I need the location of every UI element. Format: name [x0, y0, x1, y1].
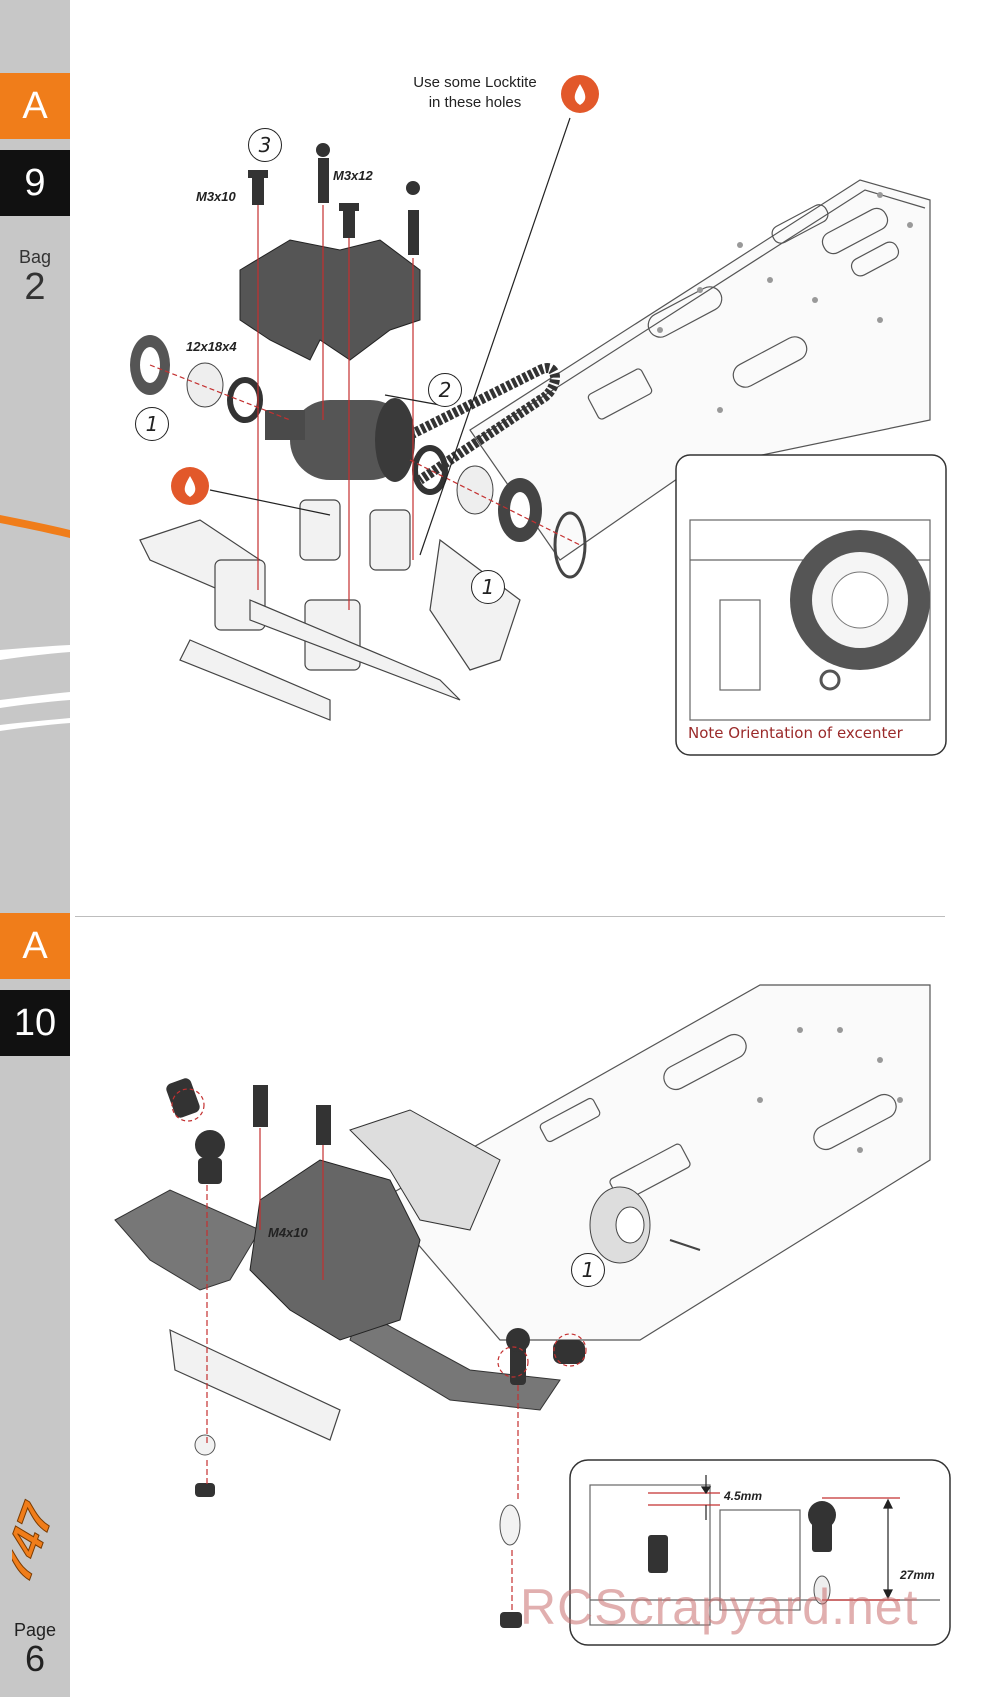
drive-belt [397, 363, 560, 485]
screw-label-m3x12: M3x12 [333, 168, 373, 183]
axle-pin [669, 1239, 701, 1251]
front-suspension [139, 499, 521, 721]
bearing-label: 12x18x4 [186, 339, 237, 354]
callout-1-right: 1 [471, 570, 505, 604]
chassis-plate-2 [379, 984, 931, 1341]
chassis-plate [469, 179, 931, 561]
suspension-arms-dark [114, 1189, 561, 1411]
watermark: RCScrapyard.net [520, 1579, 919, 1635]
inset-caption: Note Orientation of excenter [688, 724, 903, 742]
pulley [589, 1186, 651, 1264]
assembly-guides-2 [171, 1088, 587, 1612]
locktite-note-line-1: Use some Locktite [413, 74, 537, 91]
locktite-note: Use some Locktite in these holes [395, 73, 555, 113]
page-number: 6 [24, 1638, 46, 1679]
step-a10-diagram [114, 984, 951, 1646]
excenter-inset [675, 454, 947, 756]
step-divider [75, 916, 945, 917]
step-a9-diagram [130, 75, 947, 756]
ball-studs [194, 1328, 585, 1628]
lower-bulkhead [169, 1328, 341, 1441]
locktite-drop-icon-2 [171, 467, 209, 505]
ball-cup-left [166, 1078, 225, 1184]
differential [265, 398, 415, 482]
bearings-right [412, 445, 587, 579]
upper-bulkhead [239, 239, 421, 361]
bag-label: Bag [18, 247, 52, 267]
page-label: Page [13, 1620, 57, 1640]
step-number-tab-2: 10 [0, 990, 70, 1056]
callout-1-left: 1 [135, 407, 169, 441]
screws [248, 143, 420, 255]
locktite-note-line-2: in these holes [428, 94, 522, 111]
sidebar-swoosh-decoration [0, 515, 70, 731]
assembly-guides [149, 205, 581, 610]
locktite-drop-icon [561, 75, 599, 113]
chassis-holes [657, 192, 913, 413]
step-letter-tab: A [0, 73, 70, 139]
callout-2: 2 [428, 373, 462, 407]
height-inset [569, 1459, 951, 1646]
upper-deck [349, 1109, 501, 1231]
m4-screws [253, 1085, 331, 1145]
dimension-height-label: 27mm [900, 1568, 935, 1582]
dimension-gap-label: 4.5mm [724, 1489, 763, 1503]
chassis-holes-2 [757, 1027, 903, 1153]
step-number-tab: 9 [0, 150, 70, 216]
pointer-lines [209, 117, 571, 556]
callout-1-a10: 1 [571, 1253, 605, 1287]
screw-label-m3x10: M3x10 [196, 189, 236, 204]
screw-label-m4x10: M4x10 [268, 1225, 308, 1240]
sidebar: A 9 Bag 2 A 10 747 Page 6 [0, 0, 70, 1697]
callout-3: 3 [248, 128, 282, 162]
bag-number: 2 [24, 266, 46, 308]
bearings-left [130, 335, 263, 423]
bulkhead-assembly [249, 1159, 421, 1341]
step-letter-tab-2: A [0, 913, 70, 979]
